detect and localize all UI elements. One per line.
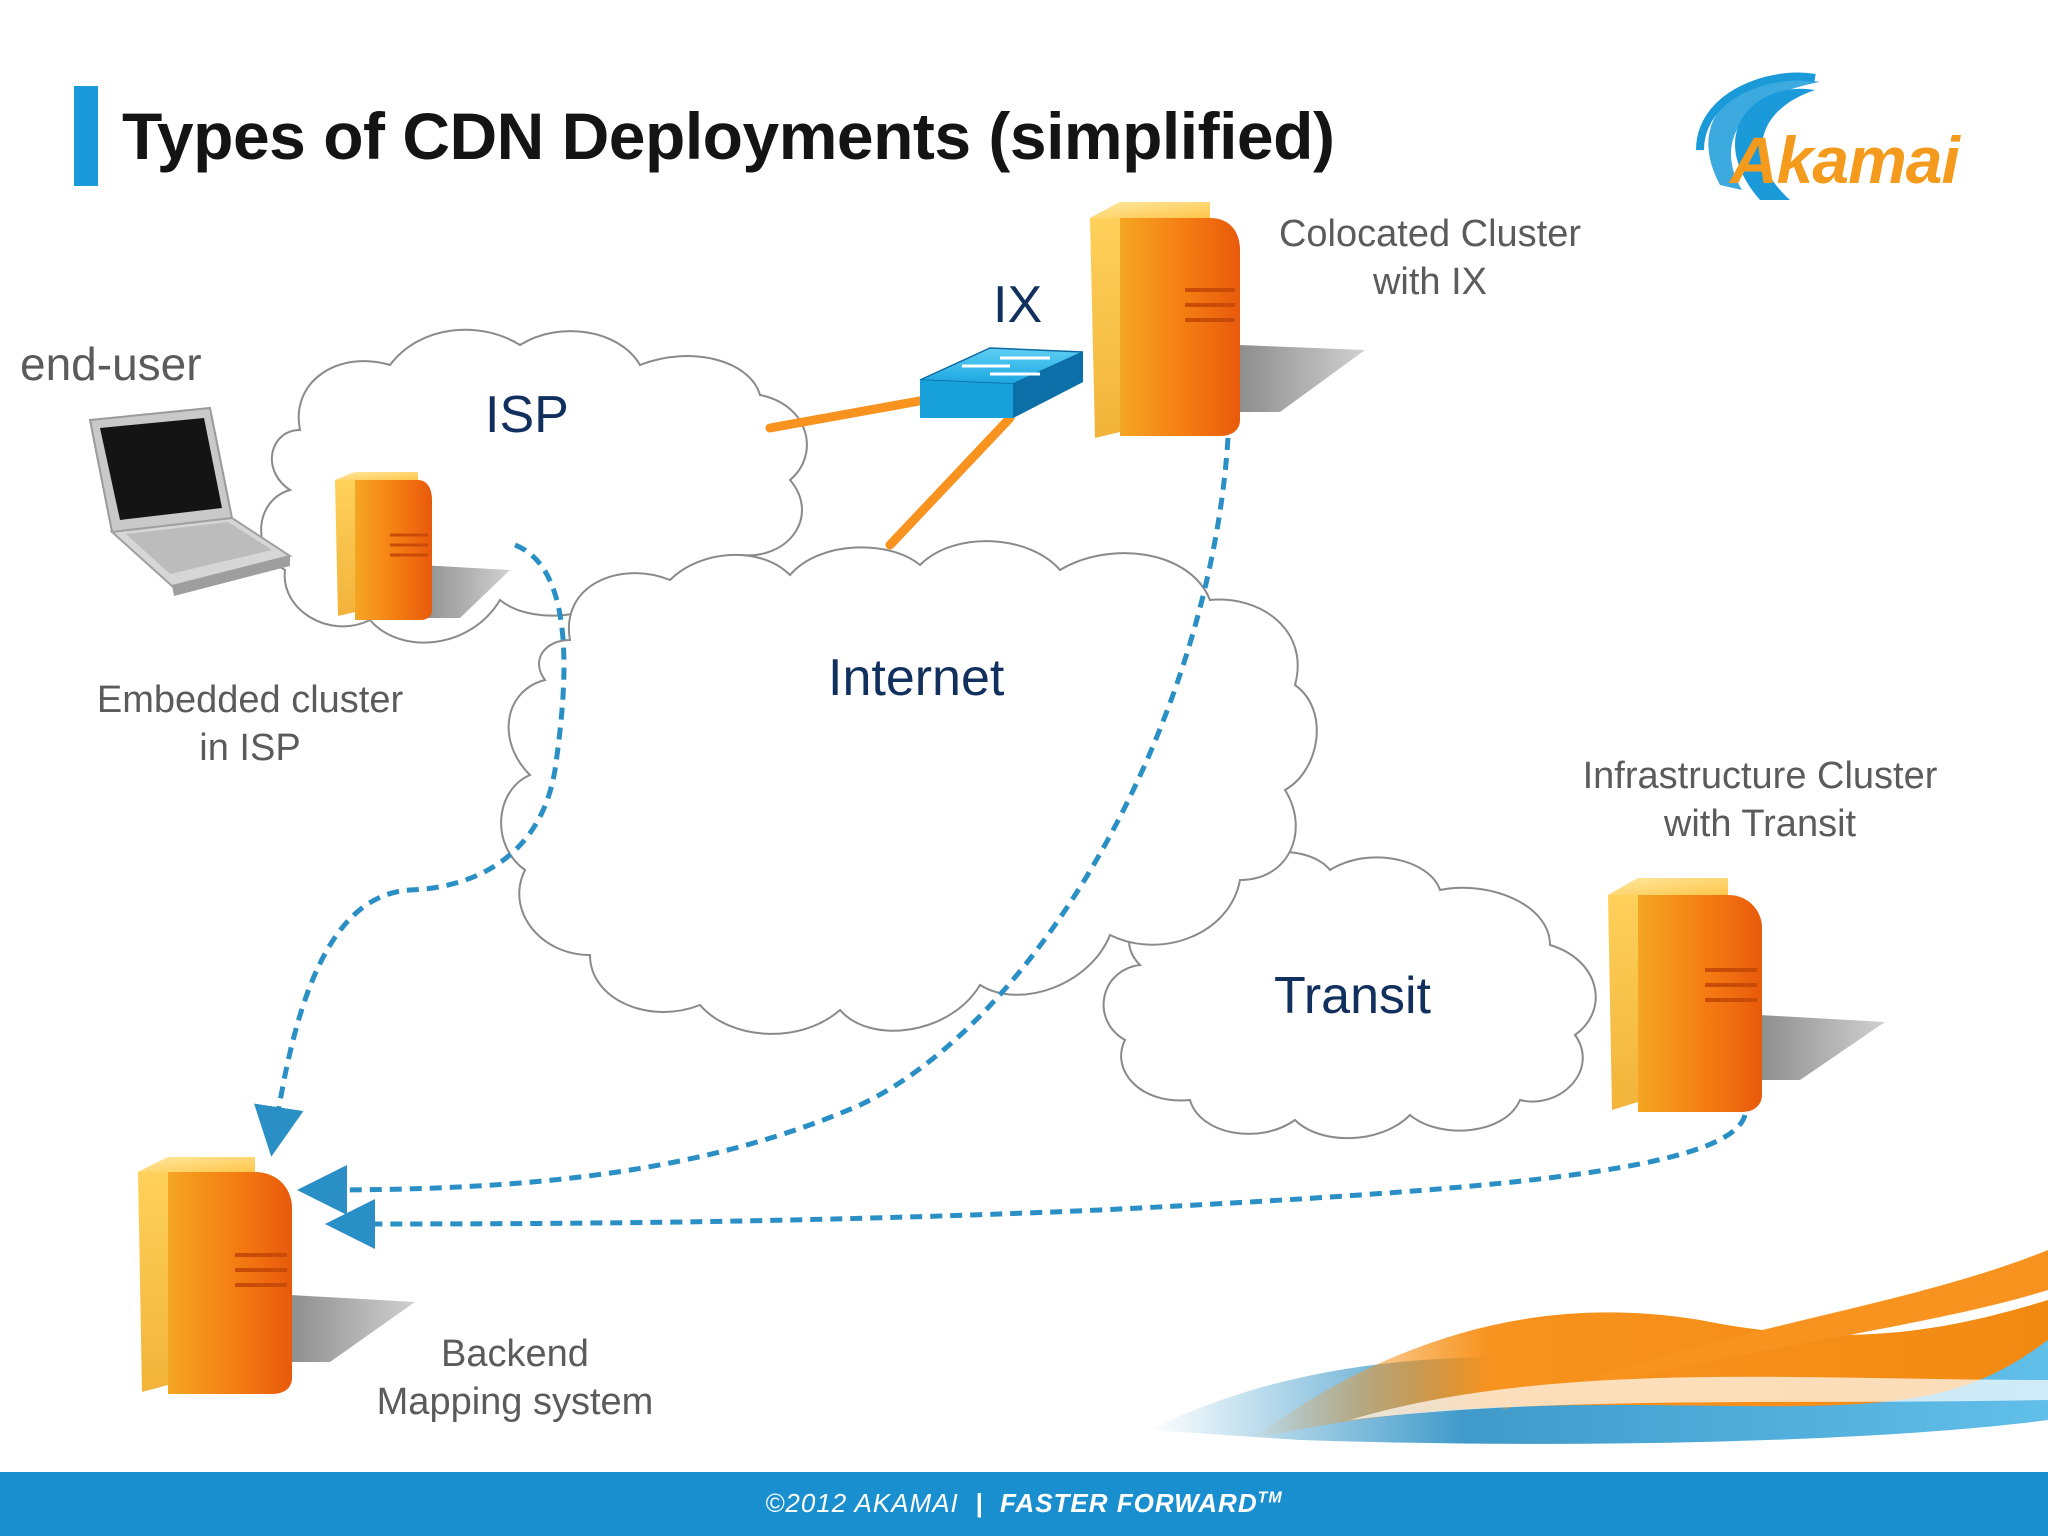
- akamai-logo-icon: [1696, 72, 1820, 200]
- isp-ix-link: [765, 395, 930, 433]
- infrastructure-label-line2: with Transit: [1663, 803, 1857, 845]
- page-title: Types of CDN Deployments (simplified): [122, 99, 1335, 173]
- footer-copyright: ©2012 AKAMAI: [765, 1488, 959, 1518]
- title-accent-bar: [74, 86, 98, 186]
- colocated-cluster-label: Colocated Cluster with IX: [1240, 210, 1620, 306]
- transit-label: Transit: [1274, 967, 1431, 1025]
- infrastructure-cluster-label: Infrastructure Cluster with Transit: [1540, 752, 1980, 848]
- infrastructure-to-backend-arrow: [325, 1114, 1748, 1249]
- ix-switch-icon: [919, 347, 1084, 418]
- colocated-label-line2: with IX: [1372, 261, 1488, 303]
- infrastructure-label-line1: Infrastructure Cluster: [1582, 755, 1938, 797]
- ix-links: [765, 395, 1015, 550]
- ix-label: IX: [993, 276, 1043, 334]
- footer-text: ©2012 AKAMAI | FASTER FORWARDTM: [0, 1488, 2048, 1519]
- backend-label: Backend Mapping system: [340, 1330, 690, 1426]
- internet-label: Internet: [828, 649, 1005, 707]
- footer-tagline: FASTER FORWARD: [999, 1488, 1258, 1518]
- colocated-server-icon: [1090, 202, 1365, 438]
- footer-waves: [1150, 1250, 2048, 1444]
- end-user-label: end-user: [20, 338, 202, 390]
- transit-cloud: [1102, 850, 1597, 1140]
- infrastructure-server-icon: [1608, 878, 1885, 1112]
- footer-bar: [0, 1472, 2048, 1536]
- backend-label-line1: Backend: [441, 1333, 589, 1375]
- akamai-logo-text: Akamai: [1730, 123, 1960, 197]
- footer-separator: |: [975, 1488, 984, 1518]
- isp-label: ISP: [485, 386, 569, 444]
- embedded-label-line2: in ISP: [199, 727, 301, 769]
- embedded-label-line1: Embedded cluster: [96, 679, 404, 721]
- internet-cloud: [500, 540, 1318, 1035]
- embedded-to-backend-arrow: [254, 542, 567, 1157]
- embedded-cluster-label: Embedded cluster in ISP: [60, 676, 440, 772]
- internet-ix-link: [885, 413, 1015, 550]
- backend-server-icon: [138, 1157, 415, 1394]
- backend-label-line2: Mapping system: [376, 1381, 654, 1423]
- laptop-icon: [88, 406, 293, 596]
- embedded-server-icon: [335, 472, 510, 620]
- colocated-label-line1: Colocated Cluster: [1278, 213, 1582, 255]
- footer-trademark: TM: [1257, 1489, 1283, 1507]
